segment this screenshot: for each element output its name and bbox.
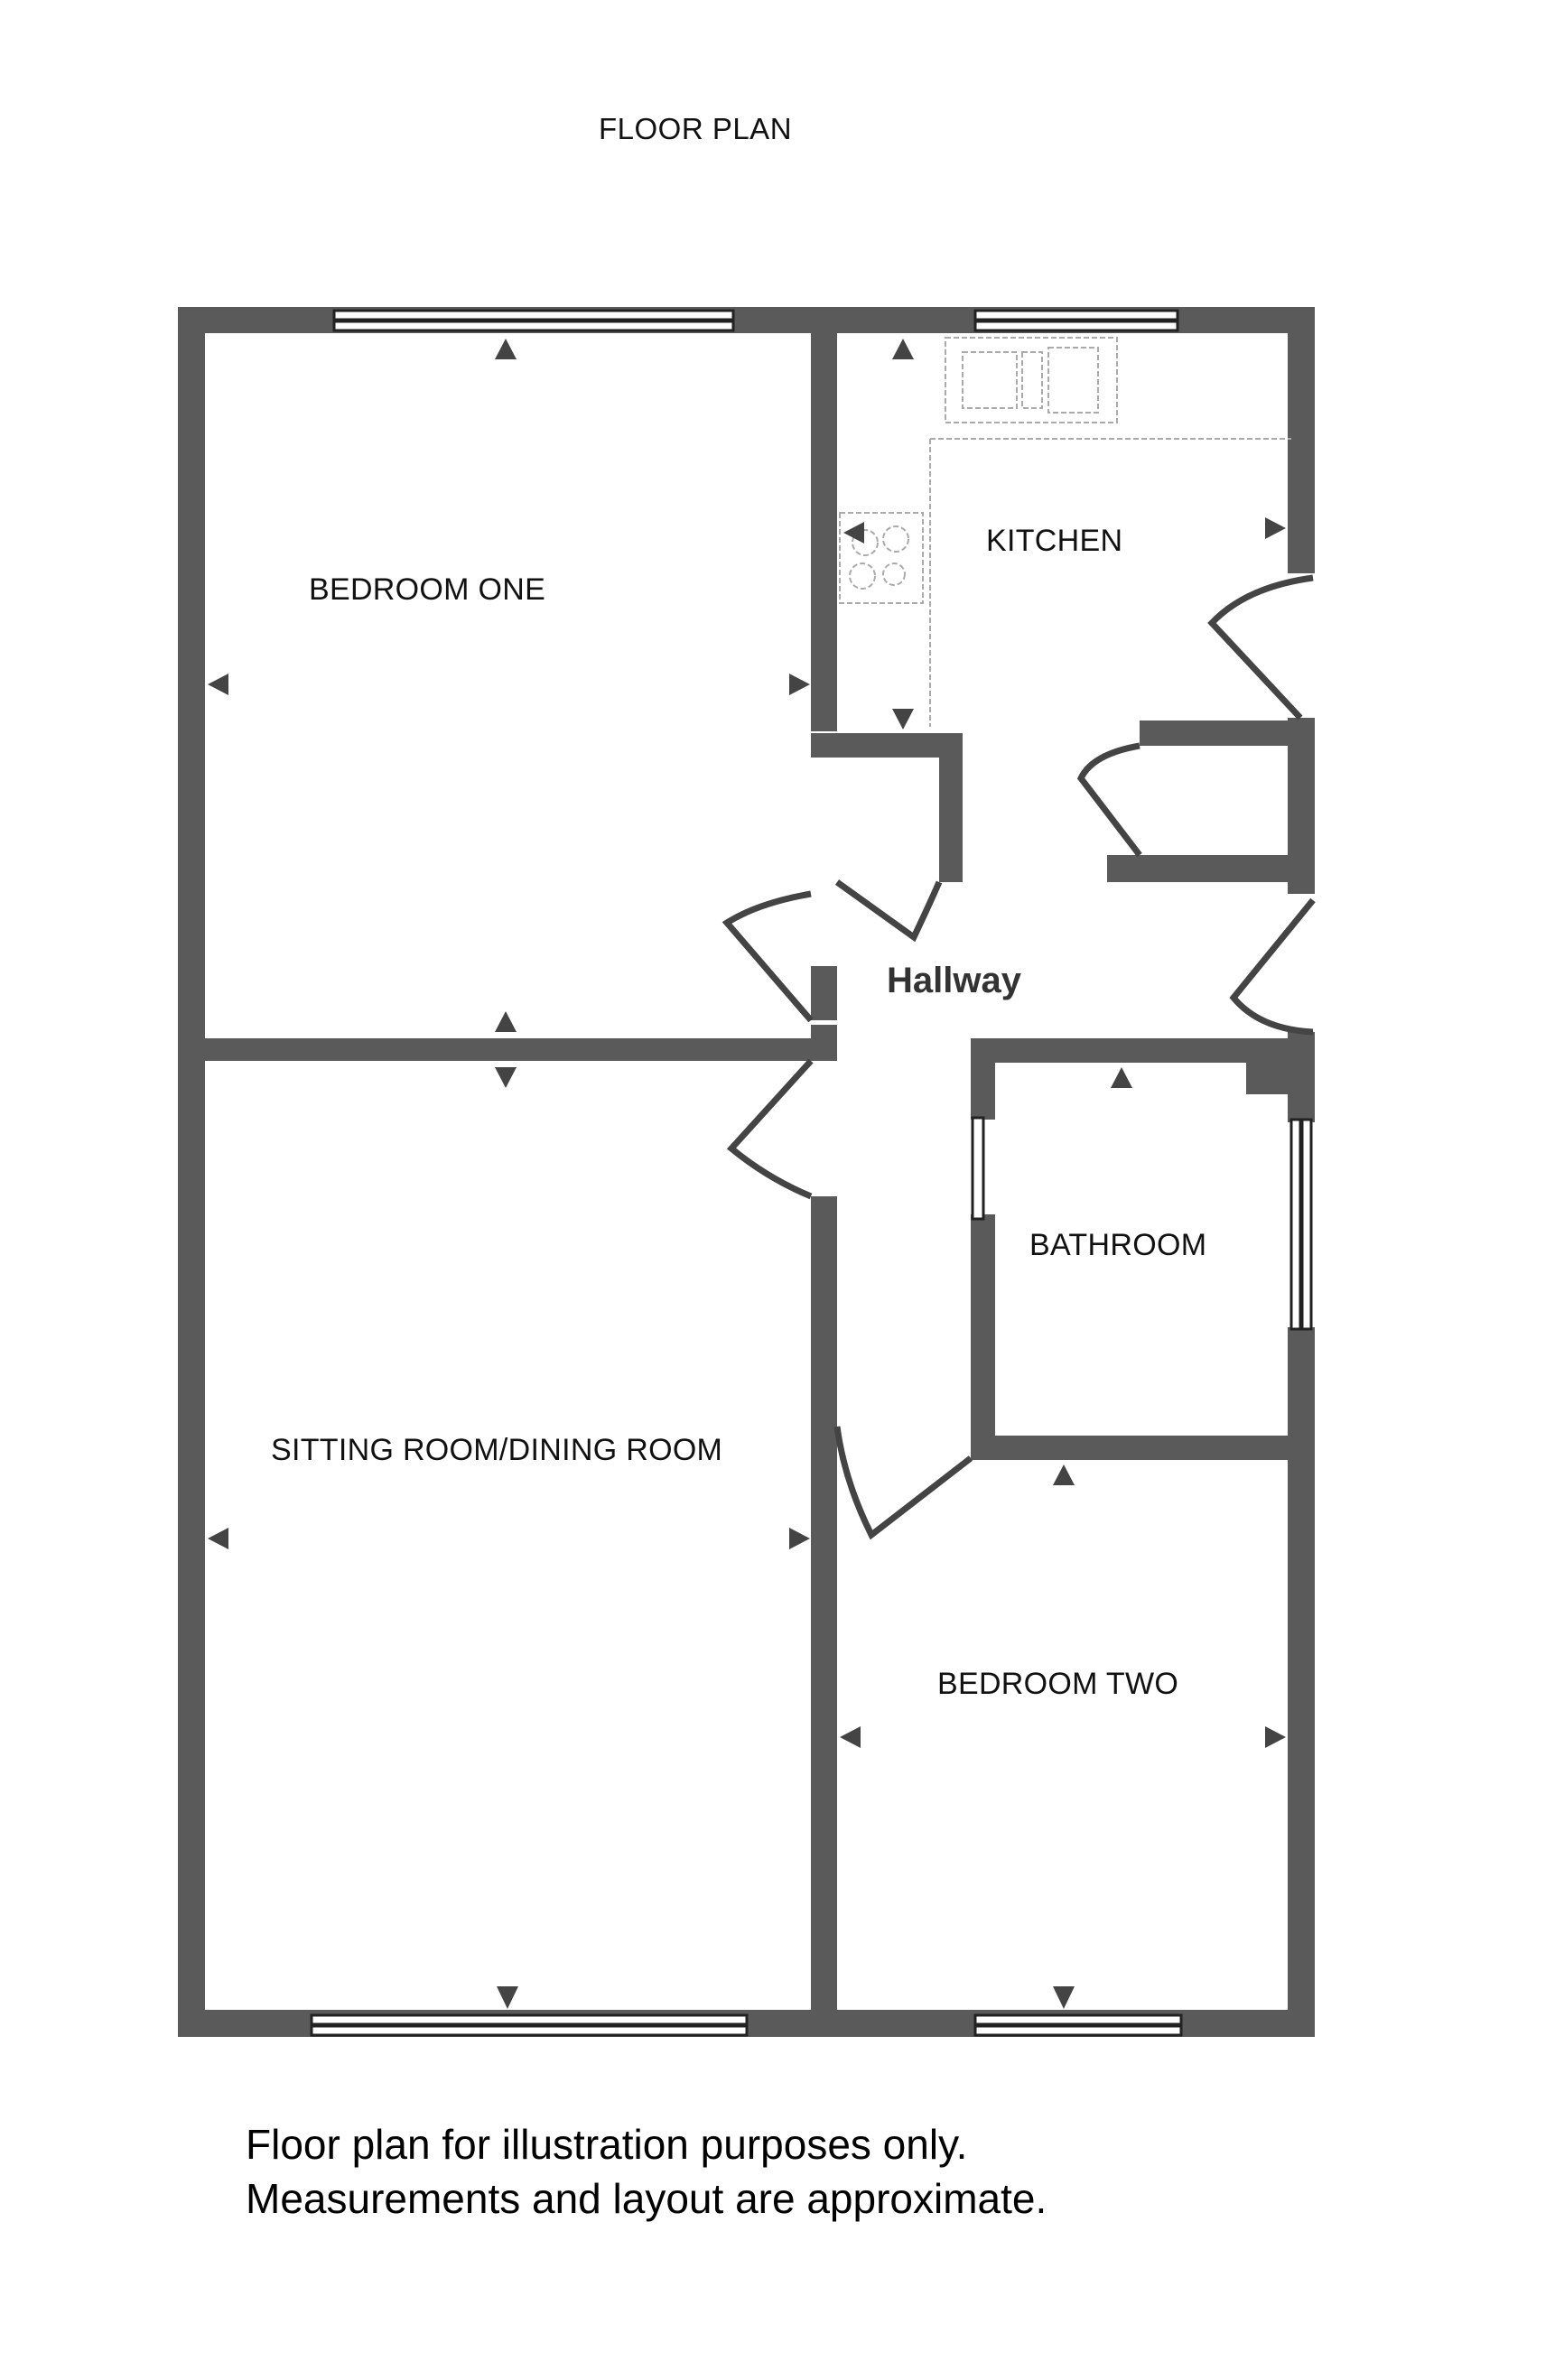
page-title: FLOOR PLAN xyxy=(598,112,793,145)
disclaimer-line-2: Measurements and layout are approximate. xyxy=(246,2175,1047,2222)
room-label-kitchen: KITCHEN xyxy=(986,524,1123,558)
room-label-bathroom: BATHROOM xyxy=(1029,1228,1207,1262)
disclaimer-line-1: Floor plan for illustration purposes onl… xyxy=(246,2121,968,2168)
disclaimer: Floor plan for illustration purposes onl… xyxy=(246,2117,1047,2226)
room-label-hallway: Hallway xyxy=(887,961,1021,1000)
room-label-sitting-dining: SITTING ROOM/DINING ROOM xyxy=(271,1433,723,1467)
sink-icon xyxy=(945,337,1118,423)
doors xyxy=(721,574,1316,1540)
kitchen-fixtures xyxy=(839,337,1291,727)
windows xyxy=(310,309,1313,2037)
room-label-bedroom-two: BEDROOM TWO xyxy=(937,1667,1179,1701)
hob-icon xyxy=(839,512,924,604)
room-label-bedroom-one: BEDROOM ONE xyxy=(309,572,546,607)
walls xyxy=(178,307,1315,2037)
measurement-arrows xyxy=(208,339,1286,2009)
